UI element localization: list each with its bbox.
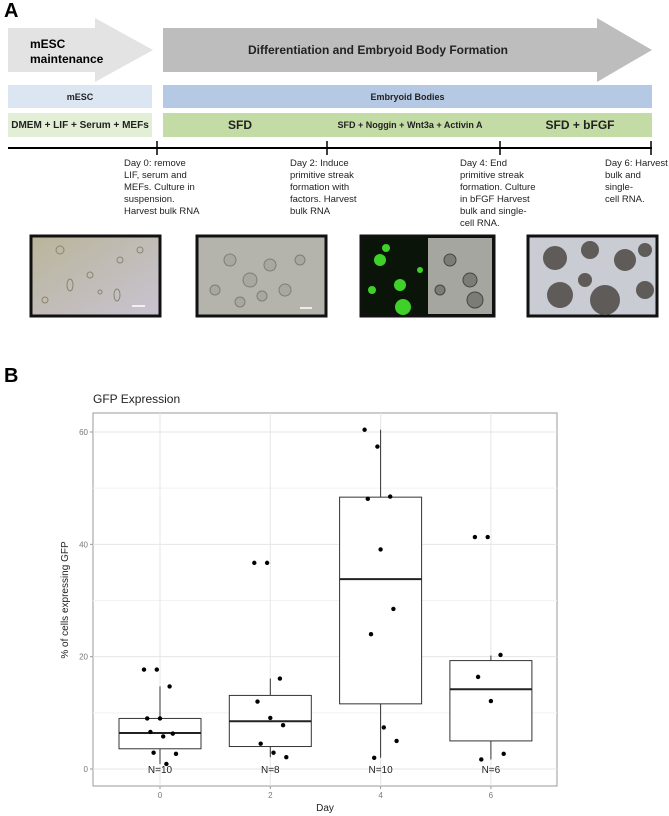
data-point bbox=[479, 757, 484, 762]
x-tick-label: 4 bbox=[378, 791, 383, 800]
micrograph-day4 bbox=[359, 234, 496, 318]
mesc-stage-bar bbox=[8, 85, 152, 108]
data-point bbox=[255, 699, 260, 704]
data-point bbox=[161, 734, 166, 739]
x-axis-label: Day bbox=[316, 803, 334, 814]
data-point bbox=[485, 534, 490, 540]
note-day2: Day 2: Induce primitive streak formation… bbox=[290, 158, 357, 217]
y-tick-label: 0 bbox=[84, 765, 89, 774]
note-day6: Day 6: Harvest bulk and single- cell RNA… bbox=[605, 158, 668, 205]
maintenance-arrow bbox=[8, 18, 153, 82]
micrograph-day0 bbox=[29, 234, 162, 318]
panel-b-label: B bbox=[4, 365, 19, 387]
note-day0: Day 0: remove LIF, serum and MEFs. Cultu… bbox=[124, 158, 200, 217]
panel-a-label: A bbox=[4, 0, 19, 22]
eb-stage-label: Embryoid Bodies bbox=[370, 91, 445, 102]
micrograph-day2 bbox=[195, 234, 328, 318]
box bbox=[339, 496, 423, 705]
data-point bbox=[277, 676, 283, 681]
y-tick-label: 20 bbox=[79, 653, 88, 662]
note-day4: Day 4: End primitive streak formation. C… bbox=[460, 158, 536, 229]
data-point bbox=[164, 761, 169, 767]
data-point bbox=[141, 667, 147, 672]
data-point bbox=[284, 755, 289, 760]
differentiation-arrow bbox=[163, 18, 652, 82]
data-point bbox=[472, 534, 478, 540]
data-point bbox=[157, 716, 163, 721]
data-point bbox=[151, 750, 156, 755]
data-point bbox=[391, 606, 396, 612]
media-label-mesc: DMEM + LIF + Serum + MEFs bbox=[11, 119, 149, 131]
mesc-stage-label: mESC bbox=[66, 91, 94, 102]
data-point bbox=[252, 560, 257, 566]
n-label: N=10 bbox=[369, 765, 394, 776]
data-point bbox=[475, 674, 481, 680]
data-point bbox=[368, 632, 374, 637]
timeline-graphic bbox=[8, 18, 652, 155]
maintenance-arrow-label: mESC maintenance bbox=[30, 37, 104, 66]
media-label-sfd: SFD bbox=[228, 118, 252, 132]
data-point bbox=[372, 755, 377, 760]
data-point bbox=[145, 716, 150, 721]
data-point bbox=[388, 494, 393, 499]
n-label: N=10 bbox=[148, 765, 173, 776]
data-point bbox=[170, 731, 175, 736]
micrographs bbox=[29, 234, 659, 318]
data-point bbox=[375, 444, 380, 449]
data-point bbox=[167, 684, 172, 689]
micrograph-day6 bbox=[526, 234, 659, 318]
eb-stage-bar bbox=[163, 85, 652, 108]
x-tick-label: 2 bbox=[268, 791, 273, 800]
n-label: N=6 bbox=[482, 765, 501, 776]
x-tick-label: 6 bbox=[489, 791, 494, 800]
data-point bbox=[271, 750, 276, 755]
media-label-bfgf: SFD + bFGF bbox=[545, 118, 615, 132]
data-point bbox=[501, 751, 506, 757]
x-tick-label: 0 bbox=[158, 791, 163, 800]
media-label-factors: SFD + Noggin + Wnt3a + Activin A bbox=[337, 120, 483, 130]
data-point bbox=[264, 560, 270, 566]
data-point bbox=[173, 751, 179, 757]
y-tick-label: 60 bbox=[79, 428, 88, 437]
media-mesc-bar bbox=[8, 113, 152, 137]
data-point bbox=[394, 738, 399, 744]
y-tick-label: 40 bbox=[79, 540, 88, 549]
n-label: N=8 bbox=[261, 765, 280, 776]
differentiation-arrow-label: Differentiation and Embryoid Body Format… bbox=[247, 43, 508, 57]
data-point bbox=[148, 729, 153, 735]
data-point bbox=[498, 652, 503, 658]
data-point bbox=[362, 427, 367, 432]
data-point bbox=[378, 547, 383, 552]
data-point bbox=[381, 725, 386, 730]
data-point bbox=[488, 698, 494, 704]
data-point bbox=[258, 741, 263, 746]
data-point bbox=[365, 496, 370, 502]
media-eb-bar bbox=[163, 113, 652, 137]
chart-title: GFP Expression bbox=[93, 392, 181, 406]
gfp-boxplot: 0 20 40 60 0 2 4 6 N=10 N=8 N=10 N=6 % of cells ex… bbox=[60, 412, 558, 814]
data-point bbox=[268, 715, 273, 721]
data-point bbox=[280, 722, 286, 728]
y-axis-label: % of cells expressing GFP bbox=[60, 541, 71, 659]
data-point bbox=[154, 667, 159, 672]
